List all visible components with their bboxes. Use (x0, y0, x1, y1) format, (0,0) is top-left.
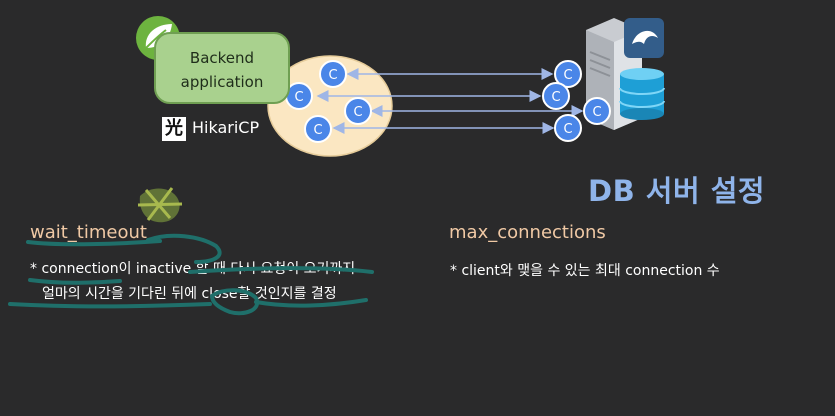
connection-circle: C (554, 114, 582, 142)
db-connections: C C C C (542, 60, 611, 142)
connection-circle: C (319, 60, 347, 88)
hikaricp-logo-icon: 光 (162, 117, 186, 141)
db-settings-title: DB 서버 설정 (588, 174, 766, 208)
max-connections-title: max_connections (449, 222, 606, 243)
mysql-dolphin-icon (624, 18, 664, 58)
connection-arrows (316, 68, 584, 134)
connection-circle: C (554, 60, 582, 88)
svg-text:C: C (551, 90, 560, 105)
svg-text:C: C (353, 105, 362, 120)
svg-text:C: C (563, 68, 572, 83)
backend-label-line1: Backend (189, 49, 255, 67)
svg-text:C: C (592, 105, 601, 120)
wait-timeout-title: wait_timeout (30, 222, 147, 243)
connection-circle: C (542, 82, 570, 110)
svg-text:C: C (294, 90, 303, 105)
connection-circle: C (304, 115, 332, 143)
svg-text:C: C (313, 123, 322, 138)
backend-application-label: Backend application (162, 46, 282, 94)
hikaricp-label: HikariCP (192, 118, 260, 137)
wait-timeout-desc-line1: * connection이 inactive 할 때 다시 요청이 오기까지 (30, 261, 356, 277)
connection-circle: C (285, 82, 313, 110)
connection-circle: C (344, 97, 372, 125)
wait-timeout-desc-line2: 얼마의 시간을 기다린 뒤에 close할 것인지를 결정 (42, 286, 337, 302)
connection-circle: C (583, 97, 611, 125)
database-icon (619, 68, 665, 120)
svg-text:C: C (563, 122, 572, 137)
backend-application-box (154, 32, 290, 104)
svg-text:C: C (328, 68, 337, 83)
pool-connections: C C C C (285, 60, 372, 143)
backend-label-line2: application (180, 73, 264, 91)
max-connections-desc: * client와 맺을 수 있는 최대 connection 수 (450, 263, 720, 279)
